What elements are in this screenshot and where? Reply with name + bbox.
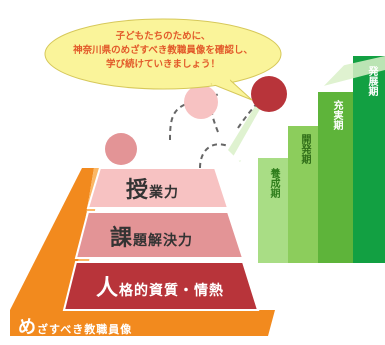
stage-step-yousei [258, 158, 288, 263]
stage-step-hatten [353, 56, 385, 263]
stage-label-kaihatsu: 開発期 [299, 134, 310, 164]
pyramid-top-label: 授業力 [126, 172, 179, 204]
pyramid-middle-label: 課題解決力 [110, 220, 193, 252]
base-label: めざすべき教職員像 [18, 313, 132, 339]
connector-3 [199, 143, 229, 169]
pyramid-bottom-label-big: 人 [96, 276, 120, 301]
pyramid-middle-layer [74, 211, 245, 259]
stage-label-jujitsu: 充実期 [331, 100, 342, 130]
base-label-big: め [18, 317, 37, 338]
pyramid-bottom-label-rest: 格的資質・情熱 [119, 283, 225, 299]
stage-step-kaihatsu [288, 126, 318, 263]
base-orange-horizontal [10, 310, 275, 336]
stage-label-yousei: 養成期 [268, 168, 279, 198]
bubble-line-1: 子どもたちのために、 [115, 31, 211, 42]
speech-bubble-text: 子どもたちのために、 神奈川県のめざすべき教職員像を確認し、 学び続けていきまし… [52, 30, 274, 72]
bubble-line-3: 学び続けていきましょう！ [105, 59, 220, 70]
connector-4 [237, 97, 263, 129]
circle-red [251, 76, 287, 112]
pyramid-middle-label-big: 課 [110, 226, 134, 251]
pyramid-bottom-label: 人格的資質・情熱 [96, 270, 224, 302]
speech-bubble [44, 18, 282, 90]
pyramid-top-layer [86, 167, 230, 209]
base-label-rest: ざすべき教職員像 [37, 323, 133, 336]
pyramid-middle-label-rest: 題解決力 [133, 233, 194, 249]
pyramid [62, 167, 260, 311]
pyramid-top-label-big: 授 [126, 178, 150, 203]
pyramid-bottom-layer [62, 261, 260, 311]
speech-bubble-tail-join [211, 78, 231, 86]
stage-step-jujitsu [318, 92, 353, 263]
circle-pink-light [184, 85, 218, 119]
connector-1 [169, 103, 187, 141]
bubble-line-2: 神奈川県のめざすべき教職員像を確認し、 [73, 45, 253, 56]
circle-pink-mid [105, 133, 137, 165]
pyramid-top-label-rest: 業力 [149, 185, 180, 201]
stage-label-hatten: 発展期 [366, 66, 377, 96]
